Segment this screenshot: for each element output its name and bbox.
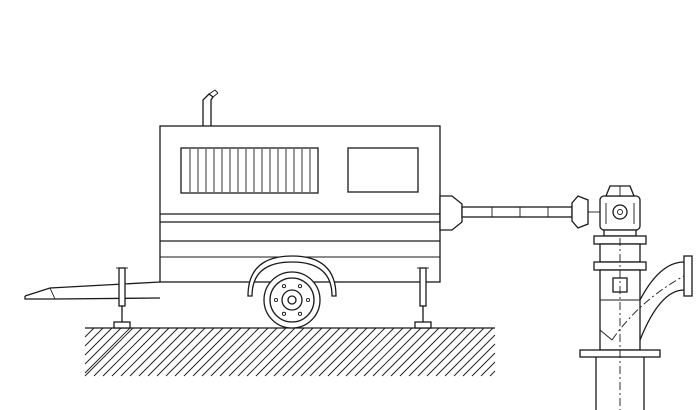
hatch-stroke (192, 327, 242, 377)
wheel-bolt (305, 297, 311, 303)
hatch-stroke (426, 327, 476, 377)
vertical-pump-column (579, 235, 661, 410)
hatch-stroke (120, 327, 170, 377)
radiator-grille (180, 147, 319, 194)
right-angle-gearbox (599, 185, 641, 237)
hatch-stroke (435, 327, 485, 377)
hatch-stroke (84, 327, 113, 356)
hatch-stroke (453, 334, 496, 377)
hatch-stroke (417, 327, 467, 377)
hatch-stroke (273, 327, 323, 377)
hatch-stroke (444, 327, 494, 377)
hatch-stroke (471, 352, 496, 377)
drive-shaft (439, 195, 600, 231)
hatch-stroke (381, 327, 431, 377)
hatch-stroke (390, 327, 440, 377)
hatch-stroke (219, 327, 269, 377)
access-window (347, 147, 419, 193)
hatch-stroke (372, 327, 422, 377)
hatch-stroke (282, 327, 332, 377)
hatch-stroke (309, 327, 359, 377)
hatch-stroke (84, 327, 134, 377)
ground-hatching (84, 327, 496, 377)
wheel-bolt (273, 297, 279, 303)
hatch-stroke (480, 361, 496, 377)
hatch-stroke (138, 327, 188, 377)
hatch-stroke (156, 327, 206, 377)
wheel-bolt (281, 284, 287, 289)
hatch-stroke (399, 327, 449, 377)
hatch-stroke (84, 327, 95, 338)
support-jack-rear (414, 267, 432, 329)
wheel-bolt (281, 311, 287, 316)
hatch-stroke (147, 327, 197, 377)
hatch-stroke (129, 327, 179, 377)
hatch-stroke (228, 327, 278, 377)
hatch-stroke (237, 327, 287, 377)
hatch-stroke (363, 327, 413, 377)
hatch-stroke (84, 327, 122, 365)
hatch-stroke (264, 327, 314, 377)
trailer-mounted-engine-housing (159, 125, 441, 283)
hatch-stroke (354, 327, 404, 377)
hatch-stroke (291, 327, 341, 377)
exhaust-stack (202, 89, 219, 126)
hatch-stroke (327, 327, 377, 377)
hatch-stroke (165, 327, 215, 377)
hatch-stroke (84, 327, 131, 374)
wheel-bolt (297, 284, 303, 289)
tow-drawbar (24, 281, 161, 300)
hatch-stroke (84, 327, 104, 347)
hatch-stroke (111, 327, 161, 377)
hatch-stroke (210, 327, 260, 377)
hatch-stroke (336, 327, 386, 377)
trailer-wheel (247, 255, 337, 329)
wheel-bolt (297, 311, 303, 316)
hatch-stroke (102, 327, 152, 377)
hatch-stroke (300, 327, 350, 377)
hatch-stroke (183, 327, 233, 377)
support-jack-front (113, 267, 131, 329)
hatch-stroke (255, 327, 305, 377)
hatch-stroke (345, 327, 395, 377)
hatch-stroke (201, 327, 251, 377)
hatch-stroke (408, 327, 458, 377)
hatch-stroke (174, 327, 224, 377)
discharge-elbow (599, 255, 693, 341)
hatch-stroke (318, 327, 368, 377)
hatch-stroke (93, 327, 143, 377)
hatch-stroke (246, 327, 296, 377)
hatch-stroke (462, 343, 496, 377)
hatch-stroke (489, 370, 496, 377)
